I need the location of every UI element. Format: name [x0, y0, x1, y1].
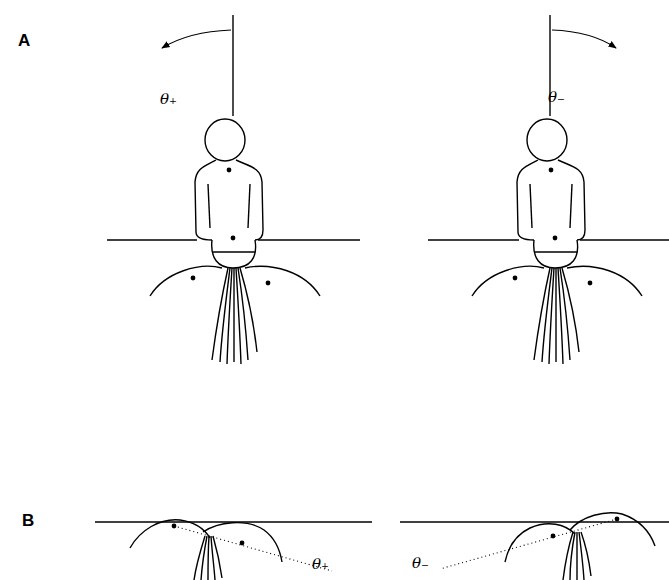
marker-dot: [172, 524, 177, 529]
rider-left: [107, 15, 360, 364]
horizontal-reference: [428, 239, 519, 240]
marker-dot: [240, 541, 245, 546]
rotation-arrow: [162, 30, 231, 48]
panel-letter: A: [18, 32, 30, 49]
panel-letter: B: [22, 512, 34, 529]
dotted-axis: [174, 526, 332, 571]
rotation-arrow: [552, 30, 616, 48]
horizontal-reference: [258, 239, 360, 240]
rider-on-horse: [150, 119, 320, 364]
angle-label: θ₋: [412, 556, 429, 571]
horizontal-reference: [580, 239, 669, 240]
dotted-axis: [440, 519, 617, 569]
horizontal-reference: [400, 521, 669, 522]
angle-label: θ₊: [160, 92, 177, 107]
rump-outline: [570, 513, 655, 546]
horizontal-reference: [107, 239, 197, 240]
vertical-reference: [232, 15, 233, 116]
rump-outline: [505, 524, 575, 562]
angle-label: θ₋: [548, 90, 565, 105]
horse-rump-right: [400, 513, 669, 580]
tail: [194, 536, 222, 580]
rider-right: [428, 15, 669, 364]
marker-dot: [615, 517, 620, 522]
rump-outline: [130, 520, 210, 548]
marker-dot: [551, 534, 556, 539]
angle-label: θ₊: [312, 557, 329, 572]
horse-rump-left: [95, 520, 372, 580]
tail: [563, 532, 591, 580]
rider-on-horse: [472, 119, 642, 364]
